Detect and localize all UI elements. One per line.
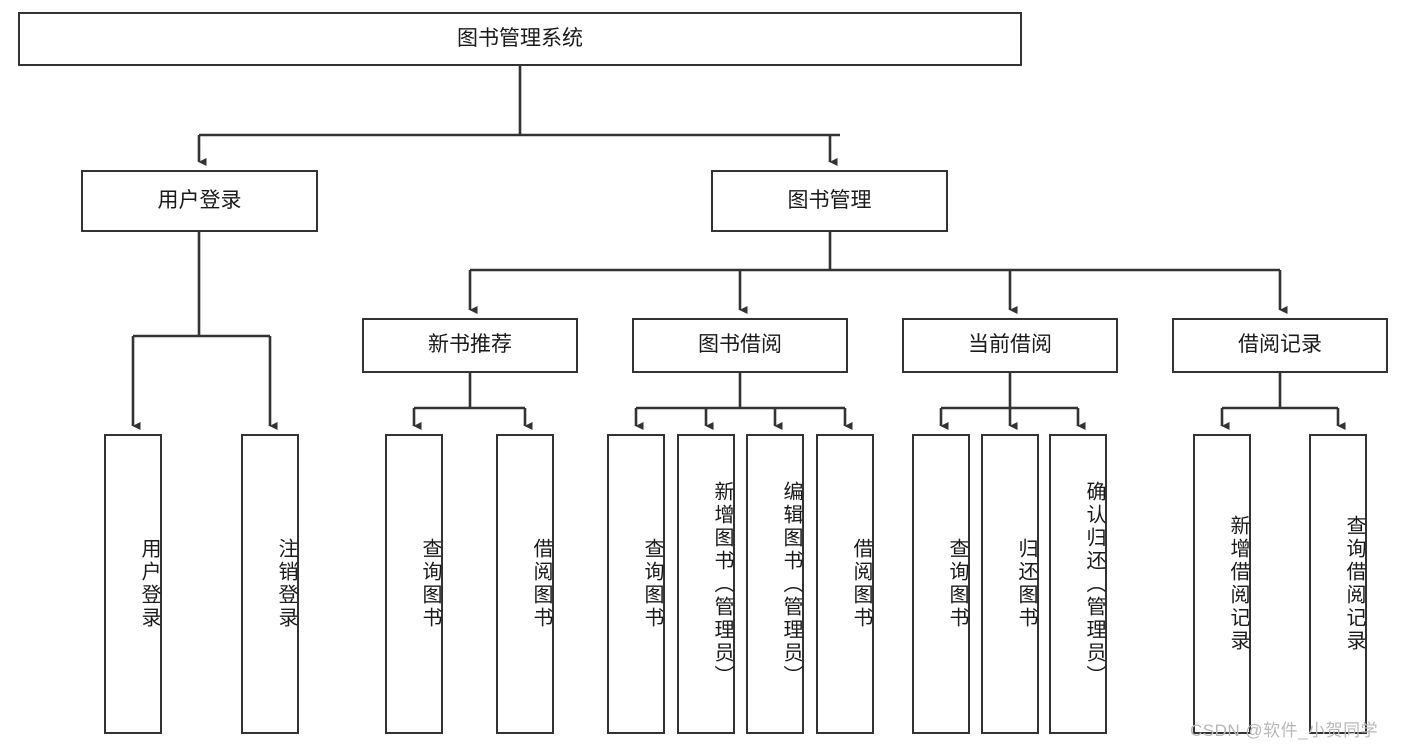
node-label: 借阅记录 [1238, 333, 1322, 357]
node-label: 查询借阅记录 [1343, 515, 1365, 653]
node-label: 用户登录 [157, 188, 242, 212]
node-label: 用户登录 [138, 538, 160, 630]
node-user-login[interactable]: 用户登录 [81, 170, 318, 232]
node-new-book-recommend[interactable]: 新书推荐 [362, 318, 578, 373]
leaf-user-logout[interactable]: 注销登录 [241, 434, 299, 734]
node-label: 图书管理系统 [457, 26, 583, 50]
node-label: 图书管理 [787, 188, 872, 212]
leaf-record-add-record[interactable]: 新增借阅记录 [1193, 434, 1251, 734]
leaf-borrow-add-book-admin[interactable]: 新增图书（管理员） [677, 434, 735, 734]
node-book-management[interactable]: 图书管理 [711, 170, 948, 232]
node-label: 新增图书（管理员） [711, 480, 733, 688]
leaf-borrow-edit-book-admin[interactable]: 编辑图书（管理员） [746, 434, 804, 734]
node-label: 查询图书 [641, 538, 663, 630]
node-root-system[interactable]: 图书管理系统 [18, 12, 1022, 66]
leaf-record-query-record[interactable]: 查询借阅记录 [1309, 434, 1367, 734]
leaf-user-login[interactable]: 用户登录 [104, 434, 162, 734]
node-borrow-record[interactable]: 借阅记录 [1172, 318, 1388, 373]
node-book-borrow[interactable]: 图书借阅 [632, 318, 848, 373]
node-label: 新书推荐 [428, 333, 512, 357]
node-label: 新增借阅记录 [1227, 515, 1249, 653]
node-label: 归还图书 [1015, 538, 1037, 630]
node-label: 确认归还（管理员） [1083, 480, 1105, 688]
node-label: 图书借阅 [698, 333, 782, 357]
leaf-current-return-book[interactable]: 归还图书 [981, 434, 1039, 734]
node-label: 查询图书 [946, 538, 968, 630]
node-label: 当前借阅 [968, 333, 1052, 357]
leaf-borrow-query-book[interactable]: 查询图书 [607, 434, 665, 734]
node-label: 查询图书 [419, 538, 441, 630]
leaf-recommend-borrow-book[interactable]: 借阅图书 [496, 434, 554, 734]
leaf-current-confirm-return-admin[interactable]: 确认归还（管理员） [1049, 434, 1107, 734]
leaf-current-query-book[interactable]: 查询图书 [912, 434, 970, 734]
node-label: 编辑图书（管理员） [780, 480, 802, 688]
leaf-recommend-query-book[interactable]: 查询图书 [385, 434, 443, 734]
node-label: 注销登录 [275, 538, 297, 630]
node-label: 借阅图书 [850, 538, 872, 630]
node-label: 借阅图书 [530, 538, 552, 630]
leaf-borrow-borrow-book[interactable]: 借阅图书 [816, 434, 874, 734]
node-current-borrow[interactable]: 当前借阅 [902, 318, 1118, 373]
